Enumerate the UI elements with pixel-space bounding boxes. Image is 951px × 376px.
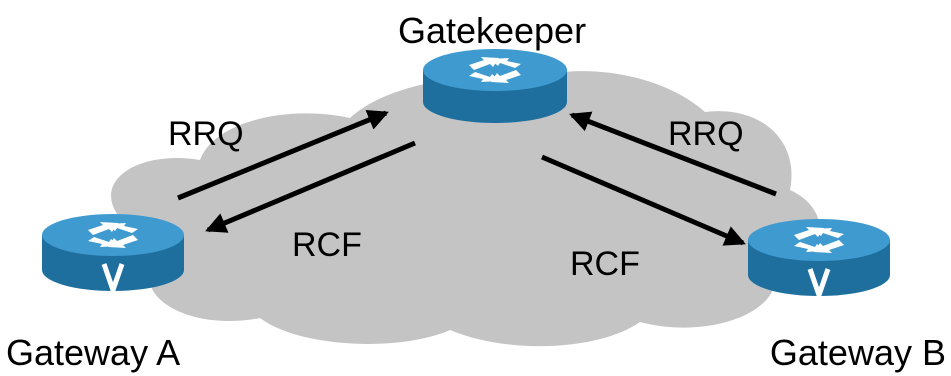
gatekeeper-label: Gatekeeper (398, 10, 586, 51)
rcf-label-left: RCF (292, 226, 362, 264)
gateway-b-router-icon (748, 219, 890, 298)
rcf-label-right: RCF (570, 245, 640, 283)
rrq-arrow-b-to-gatekeeper (569, 111, 777, 197)
gateway-b-label: Gateway B (770, 332, 946, 373)
rrq-label-right: RRQ (668, 115, 744, 153)
rrq-label-left: RRQ (168, 115, 244, 153)
rcf-arrow-gatekeeper-to-b (541, 154, 746, 246)
gateway-a-label: Gateway A (6, 332, 180, 373)
rcf-arrow-gatekeeper-to-a (205, 140, 416, 233)
gateway-a-router-icon (42, 214, 184, 293)
rrq-arrow-a-to-gatekeeper (177, 110, 389, 201)
gatekeeper-router-icon (423, 49, 567, 123)
